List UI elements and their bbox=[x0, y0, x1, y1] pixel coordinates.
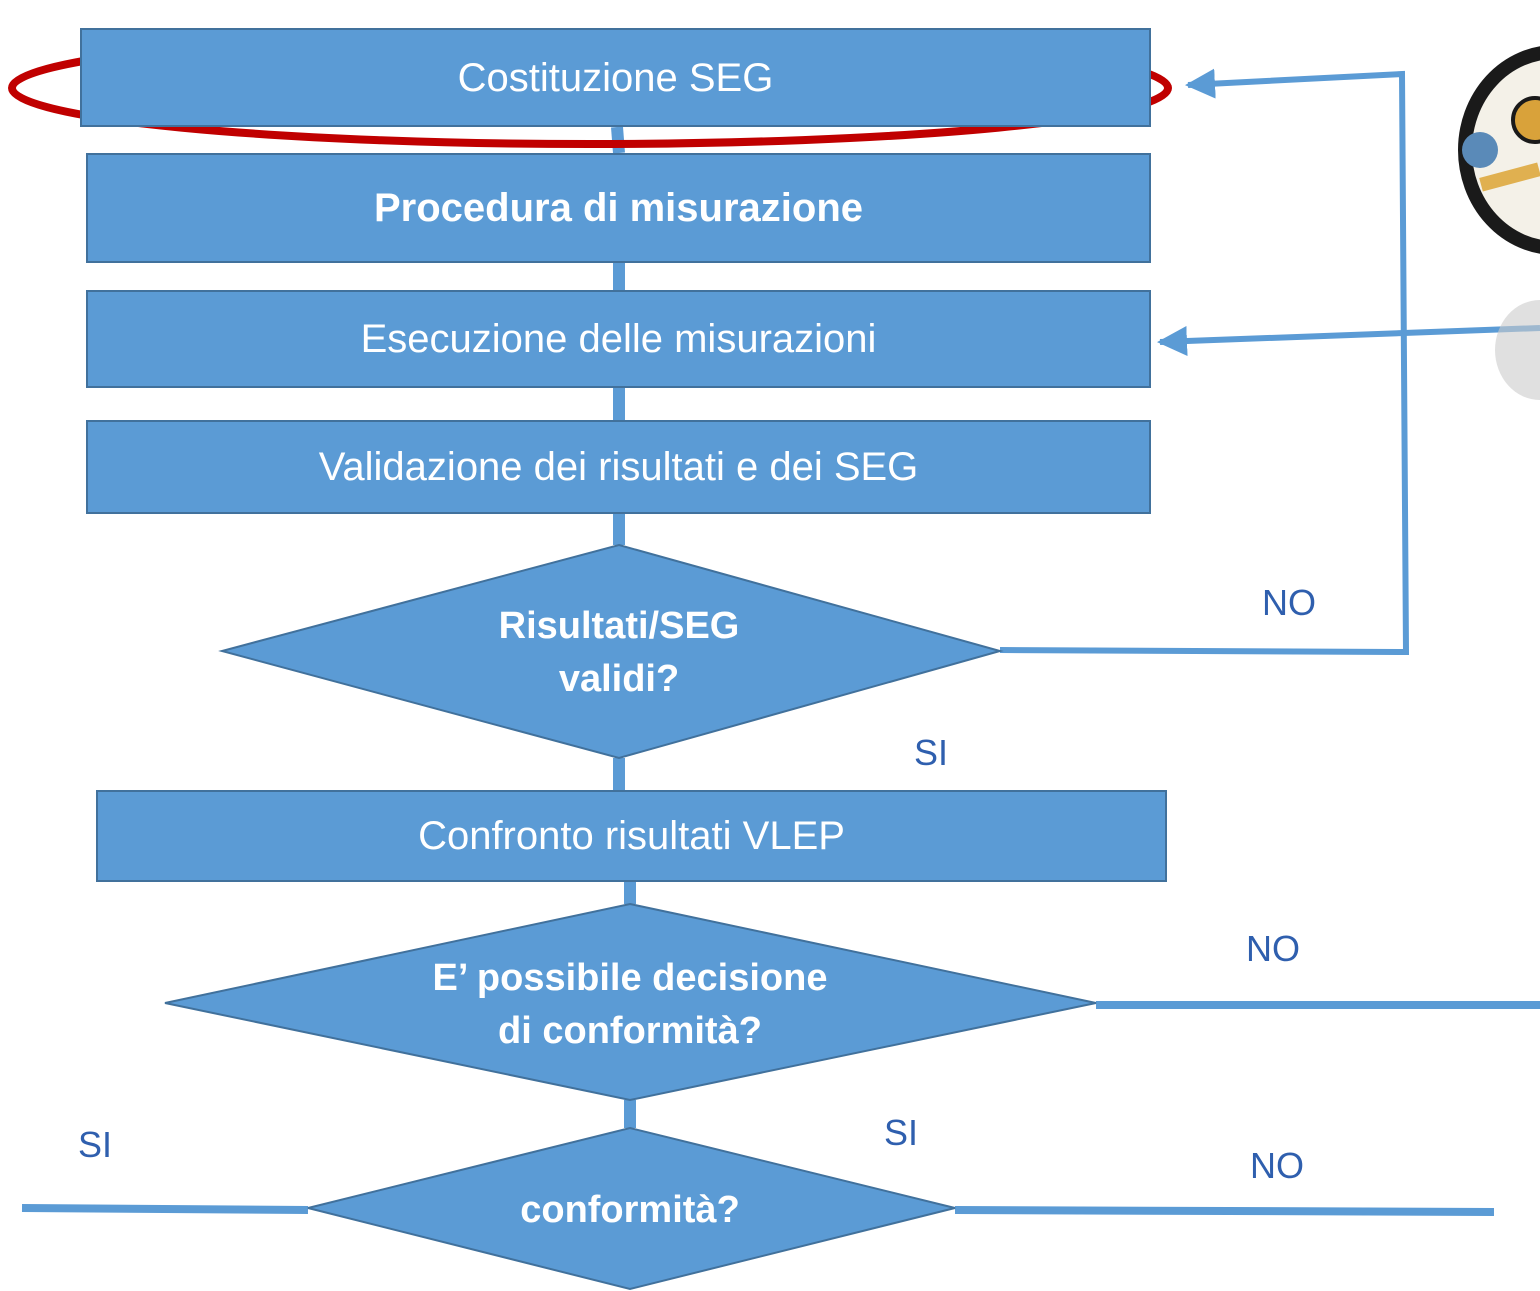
step-procedura-label: Procedura di misurazione bbox=[373, 186, 864, 230]
decision-decisione-label: E’ possibile decisione di conformità? bbox=[432, 957, 828, 1053]
step-esecuzione-label: Esecuzione delle misurazioni bbox=[360, 317, 877, 361]
conformita-no-line bbox=[954, 1206, 1495, 1216]
label-si-conformita: SI bbox=[78, 1124, 113, 1165]
decision-conformita bbox=[307, 1126, 956, 1291]
no-loop-arrow bbox=[999, 68, 1410, 656]
label-si-decisione: SI bbox=[884, 1112, 919, 1153]
label-si-validi: SI bbox=[914, 732, 949, 773]
label-no-decisione: NO bbox=[1246, 928, 1300, 969]
step-costituzione-seg: Costituzione SEG bbox=[80, 28, 1151, 127]
label-no-conformita: NO bbox=[1250, 1145, 1304, 1186]
circular-logo-image bbox=[1458, 46, 1540, 400]
step-confronto-label: Confronto risultati VLEP bbox=[418, 814, 845, 858]
step-procedura-misurazione: Procedura di misurazione bbox=[86, 153, 1151, 263]
step-confronto-vlep: Confronto risultati VLEP bbox=[96, 790, 1167, 882]
step-esecuzione-misurazioni: Esecuzione delle misurazioni bbox=[86, 290, 1151, 388]
decision-validi bbox=[218, 543, 1004, 760]
decision-conformita-label: conformità? bbox=[520, 1189, 740, 1231]
step-validazione-label: Validazione dei risultati e dei SEG bbox=[318, 445, 919, 489]
step-costituzione-label: Costituzione SEG bbox=[457, 55, 774, 100]
conformita-si-line bbox=[21, 1204, 309, 1214]
step-validazione-risultati: Validazione dei risultati e dei SEG bbox=[86, 420, 1151, 514]
esecuzione-arrow bbox=[1157, 325, 1540, 356]
decision-validi-label: Risultati/SEG validi? bbox=[498, 605, 740, 701]
label-no-validi: NO bbox=[1262, 582, 1316, 623]
decision-decisione bbox=[164, 902, 1097, 1102]
